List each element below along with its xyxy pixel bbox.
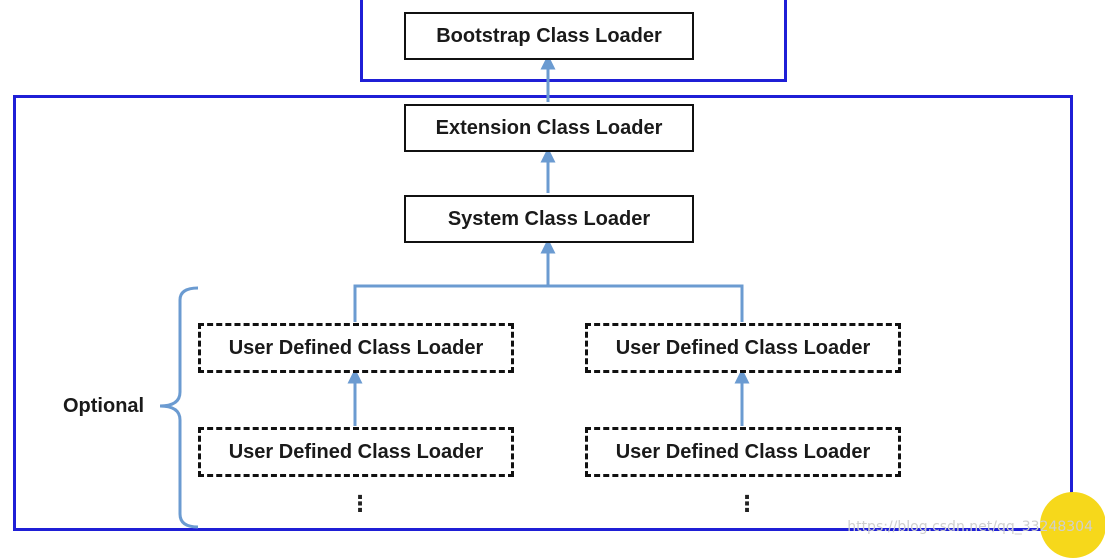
optional-label: Optional: [63, 395, 145, 417]
system-class-loader: System Class Loader: [404, 195, 694, 243]
user-defined-class-loader-left-top: User Defined Class Loader: [198, 323, 514, 373]
user-defined-class-loader-right-top: User Defined Class Loader: [585, 323, 901, 373]
ellipsis-left: ⋮: [349, 492, 371, 517]
jvm-frame: [13, 95, 1073, 531]
connector-layer: [159, 54, 750, 529]
bootstrap-frame: [360, 0, 787, 82]
user-defined-class-loader-left-bottom: User Defined Class Loader: [198, 427, 514, 477]
optional-brace: [159, 286, 199, 529]
ellipsis-right: ⋮: [736, 492, 758, 517]
extension-class-loader: Extension Class Loader: [404, 104, 694, 152]
bootstrap-class-loader: Bootstrap Class Loader: [404, 12, 694, 60]
watermark-text: https://blog.csdn.net/qq_33248304: [847, 519, 1093, 535]
branch-connector: [353, 284, 744, 322]
user-defined-class-loader-right-bottom: User Defined Class Loader: [585, 427, 901, 477]
